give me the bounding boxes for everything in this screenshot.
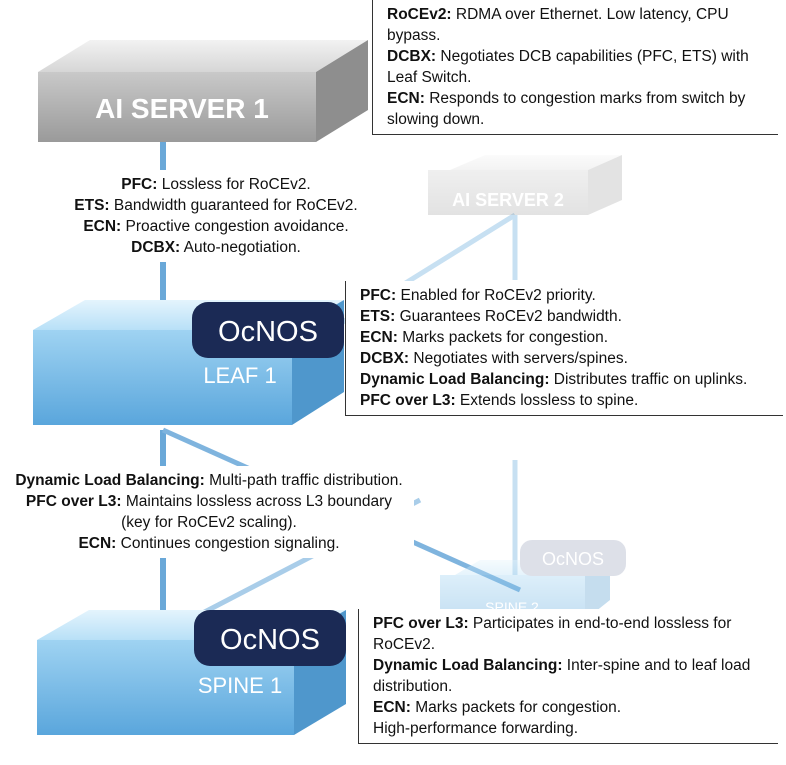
annotation-text: Responds to congestion marks from switch… xyxy=(387,90,746,128)
annotation-line: ECN: Proactive congestion avoidance. xyxy=(10,216,422,237)
annotation-line: PFC over L3: Maintains lossless across L… xyxy=(10,491,408,533)
annotation-term: DCBX: xyxy=(360,350,410,367)
spine-1: OcNOS SPINE 1 xyxy=(37,610,346,735)
annotation-term: ECN: xyxy=(373,699,411,716)
server-leaf-link-annotation: PFC: Lossless for RoCEv2.ETS: Bandwidth … xyxy=(4,170,428,262)
annotation-text: RDMA over Ethernet. Low latency, CPU byp… xyxy=(387,6,729,44)
annotation-term: Dynamic Load Balancing: xyxy=(360,371,550,388)
annotation-line: Dynamic Load Balancing: Multi-path traff… xyxy=(10,470,408,491)
ai-server-1: AI SERVER 1 xyxy=(38,40,368,142)
annotation-term: PFC over L3: xyxy=(360,392,456,409)
annotation-text: High-performance forwarding. xyxy=(373,720,579,737)
annotation-line: DCBX: Negotiates with servers/spines. xyxy=(360,348,777,369)
annotation-text: Participates in end-to-end lossless for … xyxy=(373,615,732,653)
annotation-line: Dynamic Load Balancing: Inter-spine and … xyxy=(373,655,772,697)
annotation-term: PFC over L3: xyxy=(373,615,469,632)
ai-server-2: AI SERVER 2 xyxy=(428,155,622,215)
leaf1-badge xyxy=(192,302,344,358)
annotation-line: DCBX: Auto-negotiation. xyxy=(10,237,422,258)
annotation-term: ECN: xyxy=(83,218,122,235)
annotation-line: ETS: Guarantees RoCEv2 bandwidth. xyxy=(360,306,777,327)
spine1-label: SPINE 1 xyxy=(198,673,282,698)
leaf-annotation: PFC: Enabled for RoCEv2 priority.ETS: Gu… xyxy=(345,281,783,416)
annotation-line: PFC: Lossless for RoCEv2. xyxy=(10,174,422,195)
annotation-text: Bandwidth guaranteed for RoCEv2. xyxy=(109,197,358,214)
annotation-term: PFC over L3: xyxy=(25,493,122,510)
annotation-line: ECN: Marks packets for congestion. xyxy=(360,327,777,348)
server-annotation: RoCEv2: RDMA over Ethernet. Low latency,… xyxy=(372,0,778,135)
annotation-text: Continues congestion signaling. xyxy=(116,535,340,552)
annotation-text: Enabled for RoCEv2 priority. xyxy=(396,287,596,304)
leaf1-badge-text: OcNOS xyxy=(218,316,318,348)
annotation-text: Proactive congestion avoidance. xyxy=(121,218,349,235)
annotation-line: ETS: Bandwidth guaranteed for RoCEv2. xyxy=(10,195,422,216)
spine-annotation: PFC over L3: Participates in end-to-end … xyxy=(358,609,778,744)
annotation-term: ECN: xyxy=(78,535,117,552)
annotation-text: Marks packets for congestion. xyxy=(397,329,609,346)
spine1-badge-text: OcNOS xyxy=(220,624,320,656)
annotation-term: DCBX: xyxy=(387,48,437,65)
leaf1-label: LEAF 1 xyxy=(203,363,276,388)
annotation-term: PFC: xyxy=(121,176,158,193)
spine1-badge xyxy=(194,610,346,666)
server1-label: AI SERVER 1 xyxy=(95,93,269,124)
annotation-text: Auto-negotiation. xyxy=(180,239,301,256)
annotation-term: ECN: xyxy=(387,90,425,107)
annotation-text: Extends lossless to spine. xyxy=(455,392,639,409)
annotation-line: ECN: Responds to congestion marks from s… xyxy=(387,88,772,130)
annotation-text: Maintains lossless across L3 boundary (k… xyxy=(121,493,393,531)
annotation-text: Marks packets for congestion. xyxy=(410,699,622,716)
annotation-line: ECN: Marks packets for congestion. xyxy=(373,697,772,718)
annotation-term: ETS: xyxy=(74,197,110,214)
annotation-line: ECN: Continues congestion signaling. xyxy=(10,533,408,554)
annotation-term: ECN: xyxy=(360,329,398,346)
annotation-line: PFC over L3: Extends lossless to spine. xyxy=(360,390,777,411)
spine2-badge xyxy=(520,540,626,576)
annotation-term: PFC: xyxy=(360,287,397,304)
annotation-line: RoCEv2: RDMA over Ethernet. Low latency,… xyxy=(387,4,772,46)
annotation-line: PFC over L3: Participates in end-to-end … xyxy=(373,613,772,655)
annotation-text: Distributes traffic on uplinks. xyxy=(549,371,748,388)
annotation-line: PFC: Enabled for RoCEv2 priority. xyxy=(360,285,777,306)
annotation-line: Dynamic Load Balancing: Distributes traf… xyxy=(360,369,777,390)
annotation-line: DCBX: Negotiates DCB capabilities (PFC, … xyxy=(387,46,772,88)
annotation-text: Negotiates DCB capabilities (PFC, ETS) w… xyxy=(387,48,749,86)
annotation-term: Dynamic Load Balancing: xyxy=(15,472,205,489)
spine-2: OcNOS SPINE 2 xyxy=(440,540,626,620)
annotation-text: Lossless for RoCEv2. xyxy=(157,176,311,193)
leaf-1: OcNOS LEAF 1 xyxy=(33,300,344,425)
annotation-text: Multi-path traffic distribution. xyxy=(204,472,403,489)
annotation-term: RoCEv2: xyxy=(387,6,452,23)
annotation-term: DCBX: xyxy=(131,239,181,256)
annotation-term: Dynamic Load Balancing: xyxy=(373,657,563,674)
server2-label: AI SERVER 2 xyxy=(452,190,564,210)
annotation-text: Guarantees RoCEv2 bandwidth. xyxy=(395,308,622,325)
annotation-text: Negotiates with servers/spines. xyxy=(409,350,628,367)
annotation-text: Inter-spine and to leaf load distributio… xyxy=(373,657,751,695)
annotation-term: ETS: xyxy=(360,308,396,325)
spine2-badge-text: OcNOS xyxy=(542,549,604,569)
leaf-spine-link-annotation: Dynamic Load Balancing: Multi-path traff… xyxy=(4,466,414,558)
annotation-line: High-performance forwarding. xyxy=(373,718,772,739)
